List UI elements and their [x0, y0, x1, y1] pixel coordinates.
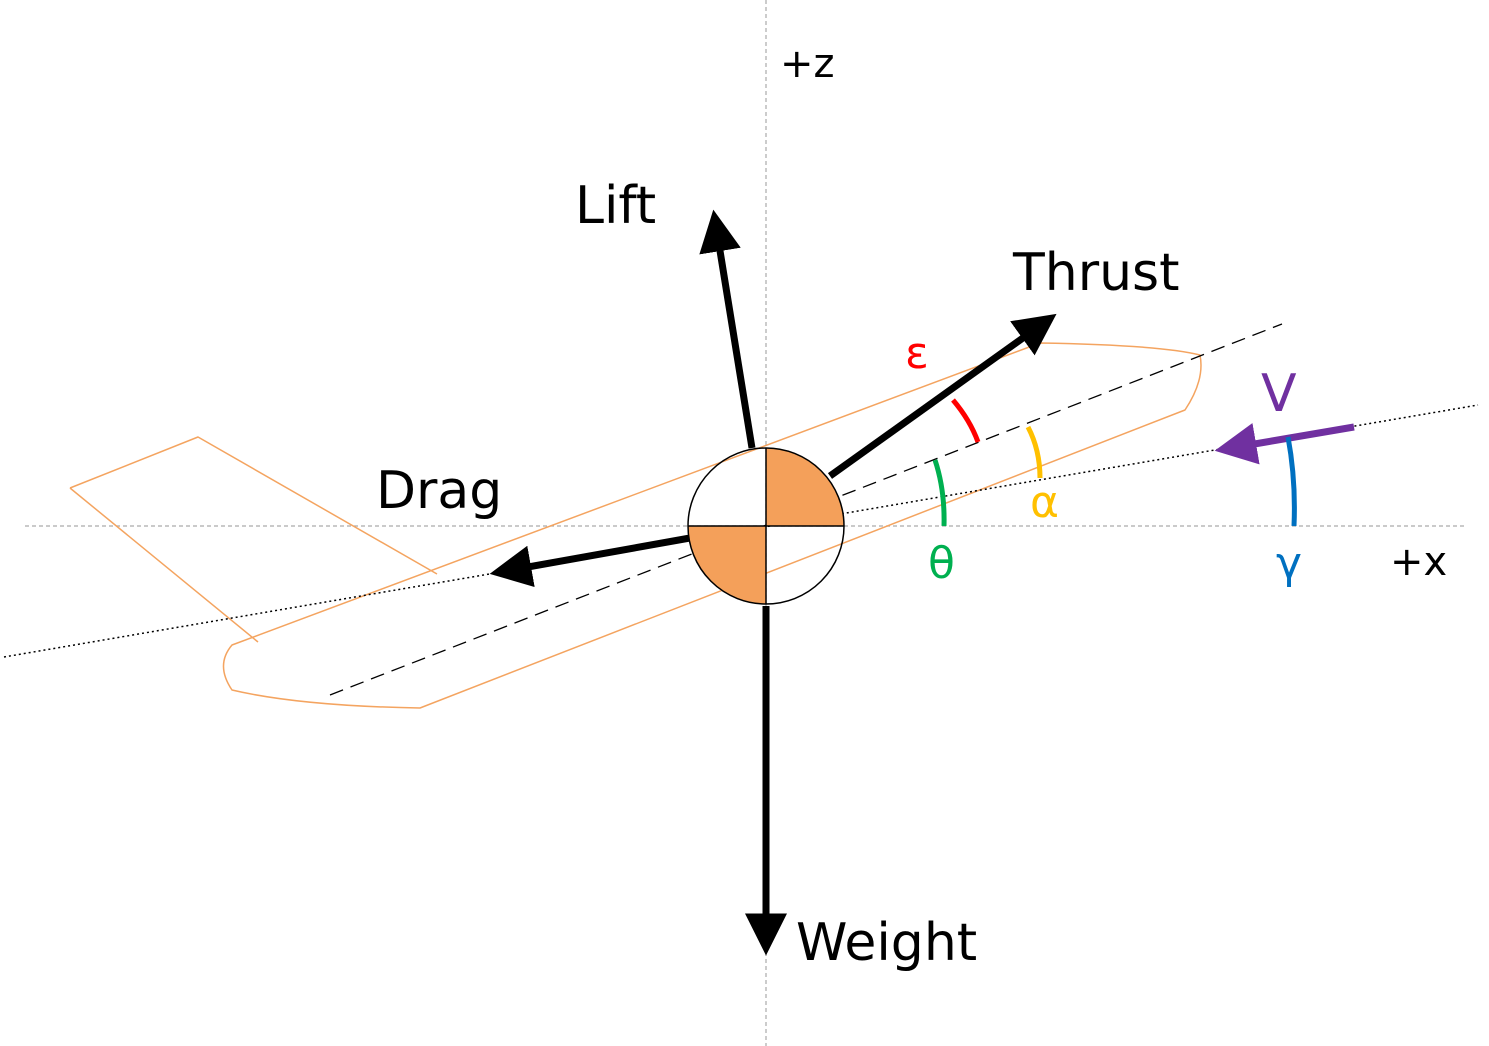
epsilon-label: ε	[905, 328, 929, 379]
theta-arc	[932, 459, 947, 527]
lift-label: Lift	[575, 176, 656, 236]
drag-arrow	[489, 534, 691, 588]
tail-fin-outline	[69, 436, 438, 643]
lift-arrow	[699, 209, 756, 449]
weight-label: Weight	[796, 913, 977, 973]
thrust-arrow	[827, 313, 1057, 479]
alpha-label: α	[1030, 477, 1059, 528]
gamma-label: γ	[1276, 538, 1302, 589]
thrust-label: Thrust	[1012, 243, 1180, 303]
gamma-arc	[1285, 436, 1297, 527]
center-of-gravity-symbol	[687, 447, 845, 605]
velocity-label: V	[1261, 364, 1297, 424]
z-axis-label: +z	[780, 41, 835, 87]
theta-label: θ	[928, 538, 955, 589]
drag-label: Drag	[376, 461, 502, 521]
x-axis-label: +x	[1390, 539, 1447, 585]
epsilon-arc	[951, 398, 981, 443]
alpha-arc	[1025, 425, 1043, 479]
aircraft-outline	[69, 342, 1202, 709]
fuselage-outline	[222, 342, 1202, 709]
